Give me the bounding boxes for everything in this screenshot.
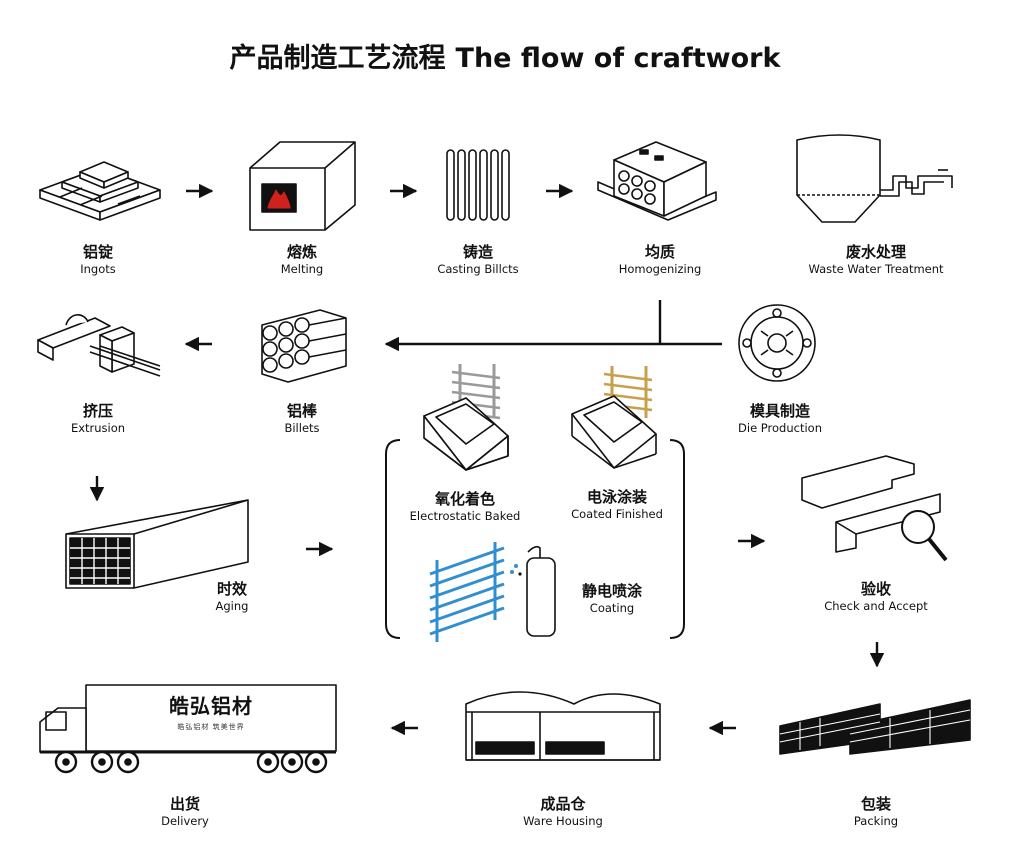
truck-logo: 皓弘铝材 皓弘铝材 筑美世界 bbox=[88, 690, 334, 732]
step-label-zh: 废水处理 bbox=[845, 243, 906, 261]
step-label-zh: 时效 bbox=[216, 580, 247, 598]
step-label-en: Extrusion bbox=[70, 421, 126, 435]
step-label-zh: 静电喷涂 bbox=[581, 582, 642, 600]
melting-furnace-icon bbox=[249, 141, 356, 231]
step-label-en: Waste Water Treatment bbox=[808, 262, 944, 276]
step-aging: 时效 Aging bbox=[147, 580, 317, 614]
step-label-en: Aging bbox=[215, 599, 249, 613]
truck-brand-name: 皓弘铝材 bbox=[169, 694, 253, 718]
step-label-zh: 包装 bbox=[860, 795, 891, 813]
finishing-bracket-left bbox=[385, 439, 401, 639]
step-extrusion: 挤压 Extrusion bbox=[13, 402, 183, 436]
step-label-zh: 出货 bbox=[169, 795, 200, 813]
step-label-zh: 验收 bbox=[860, 580, 891, 598]
homogenizing-furnace-icon bbox=[597, 141, 717, 221]
step-label-en: Coated Finished bbox=[571, 507, 663, 521]
step-label-en: Homogenizing bbox=[618, 262, 702, 276]
step-label-en: Check and Accept bbox=[824, 599, 928, 613]
step-melting: 熔炼 Melting bbox=[217, 243, 387, 277]
step-label-zh: 铸造 bbox=[462, 243, 493, 261]
step-electrostatic: 氧化着色 Electrostatic Baked bbox=[380, 490, 550, 524]
step-ingots: 铝锭 Ingots bbox=[13, 243, 183, 277]
delivery-truck-icon bbox=[39, 684, 337, 774]
step-coating: 静电喷涂 Coating bbox=[527, 582, 697, 616]
diagram-title: 产品制造工艺流程 The flow of craftwork bbox=[0, 36, 1010, 75]
step-label-en: Delivery bbox=[161, 814, 209, 828]
step-coated: 电泳涂装 Coated Finished bbox=[532, 488, 702, 522]
extrusion-press-icon bbox=[37, 314, 161, 377]
electrophoresis-tank-icon bbox=[571, 366, 657, 469]
profile-inspection-icon bbox=[801, 455, 948, 562]
step-packing: 包装 Packing bbox=[791, 795, 961, 829]
step-delivery: 出货 Delivery bbox=[100, 795, 270, 829]
step-label-zh: 氧化着色 bbox=[434, 490, 495, 508]
step-label-zh: 挤压 bbox=[82, 402, 113, 420]
step-label-en: Ware Housing bbox=[523, 814, 603, 828]
aluminum-billets-icon bbox=[261, 309, 347, 383]
step-billets: 铝棒 Billets bbox=[217, 402, 387, 436]
truck-slogan: 皓弘铝材 筑美世界 bbox=[177, 723, 245, 731]
step-warehousing: 成品仓 Ware Housing bbox=[478, 795, 648, 829]
powder-coating-rack-icon bbox=[429, 542, 556, 642]
step-label-zh: 铝棒 bbox=[286, 402, 317, 420]
step-label-zh: 均质 bbox=[644, 243, 675, 261]
step-label-en: Die Production bbox=[738, 421, 822, 435]
finishing-bracket-right bbox=[669, 439, 685, 639]
waste-water-tank-icon bbox=[796, 134, 953, 223]
step-wastewater: 废水处理 Waste Water Treatment bbox=[781, 243, 971, 277]
casting-billets-icon bbox=[446, 149, 510, 221]
step-label-zh: 铝锭 bbox=[82, 243, 113, 261]
ingots-icon bbox=[39, 161, 161, 221]
anodizing-tank-icon bbox=[423, 364, 509, 471]
packed-profiles-icon bbox=[779, 699, 971, 755]
title-zh: 产品制造工艺流程 bbox=[229, 43, 446, 74]
step-label-en: Electrostatic Baked bbox=[409, 509, 521, 523]
step-casting: 铸造 Casting Billcts bbox=[393, 243, 563, 277]
extrusion-die-icon bbox=[738, 304, 816, 382]
step-label-zh: 成品仓 bbox=[540, 795, 586, 813]
title-en: The flow of craftwork bbox=[455, 43, 781, 74]
step-label-zh: 电泳涂装 bbox=[586, 488, 647, 506]
warehouse-icon bbox=[465, 691, 661, 761]
step-label-en: Coating bbox=[589, 601, 635, 615]
step-label-en: Casting Billcts bbox=[437, 262, 519, 276]
step-label-en: Packing bbox=[853, 814, 899, 828]
step-label-en: Ingots bbox=[80, 262, 116, 276]
step-label-zh: 模具制造 bbox=[749, 402, 810, 420]
aging-oven-icon bbox=[65, 499, 249, 589]
step-check: 验收 Check and Accept bbox=[791, 580, 961, 614]
step-label-en: Billets bbox=[284, 421, 320, 435]
step-label-zh: 熔炼 bbox=[286, 243, 317, 261]
step-homogenizing: 均质 Homogenizing bbox=[575, 243, 745, 277]
step-label-en: Melting bbox=[280, 262, 324, 276]
step-die: 模具制造 Die Production bbox=[695, 402, 865, 436]
